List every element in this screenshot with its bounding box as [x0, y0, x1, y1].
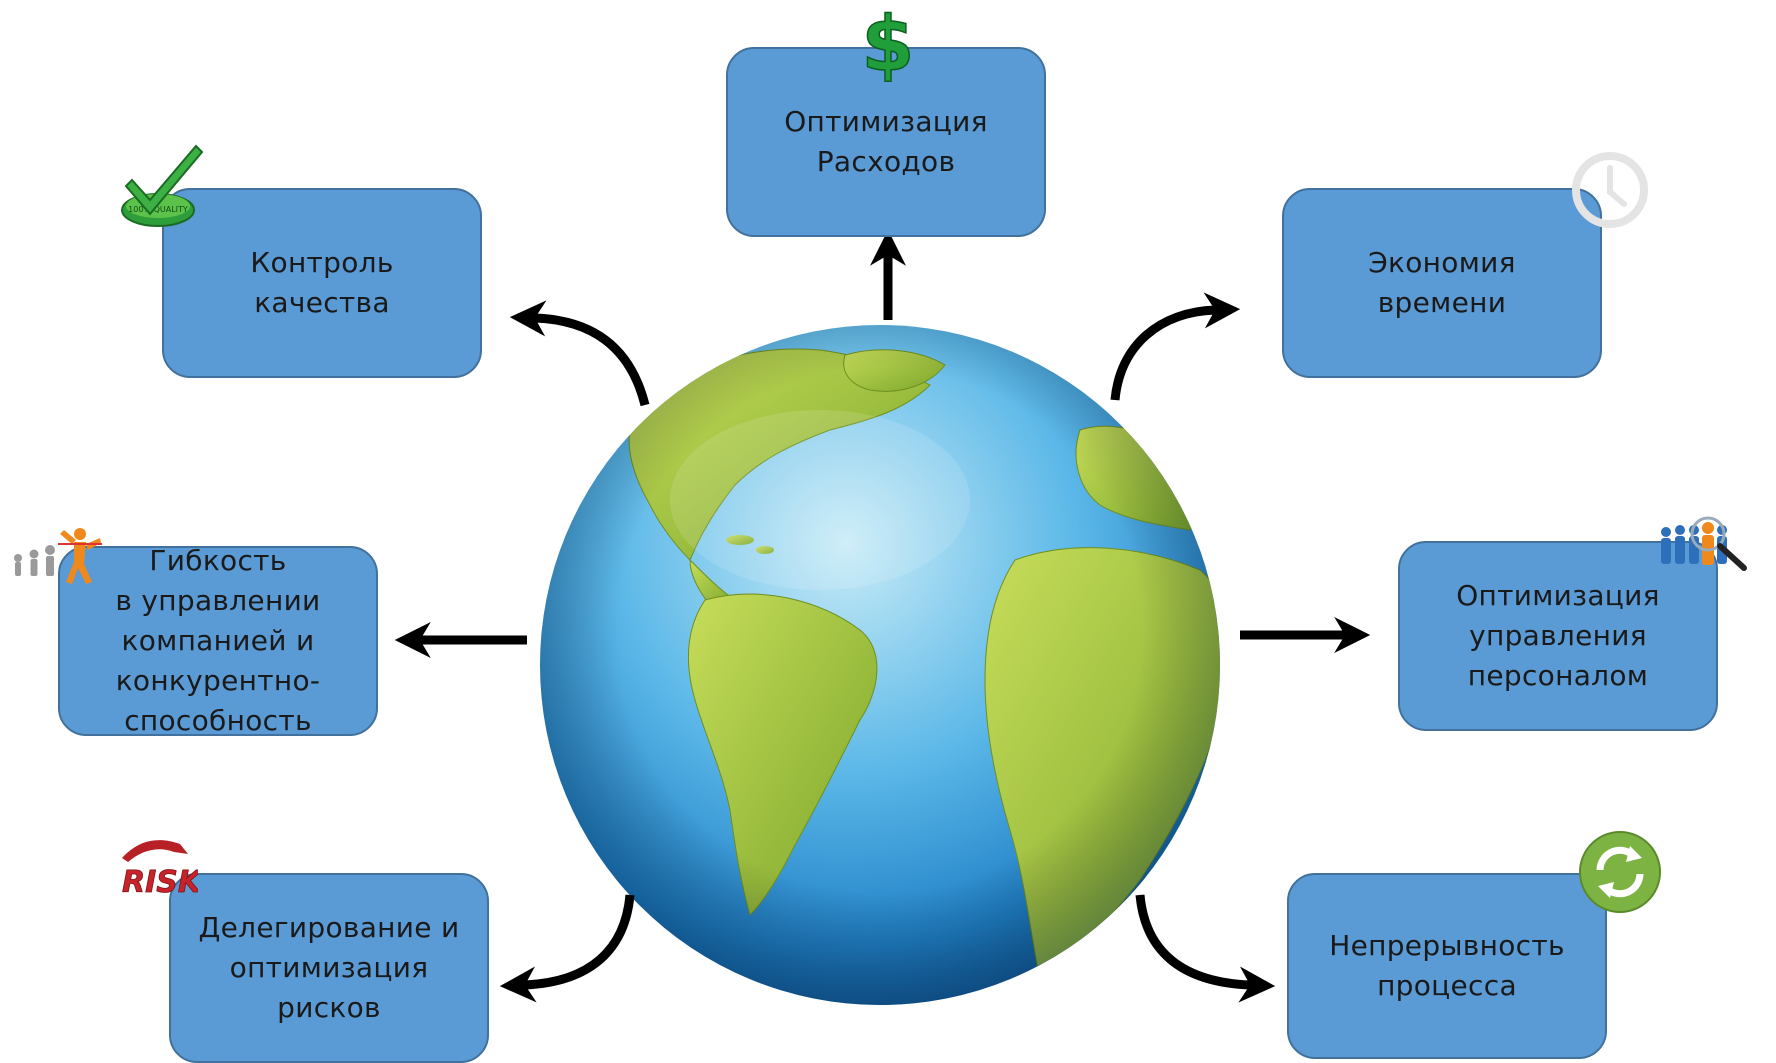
box-flexibility-label: Гибкость в управлении компанией и конкур… — [105, 546, 330, 736]
arrow-up-right — [1110, 292, 1241, 401]
box-line: Контроль — [250, 246, 394, 279]
box-flexibility: Гибкость в управлении компанией и конкур… — [58, 546, 378, 736]
box-line: Непрерывность — [1329, 929, 1565, 962]
box-cost-optimization-label: Оптимизация Расходов — [774, 102, 998, 182]
risk-icon: RISK — [122, 840, 198, 900]
dollar-glyph: $ — [862, 2, 915, 82]
box-staff-optimization: Оптимизация управления персоналом — [1398, 541, 1718, 731]
box-line: персоналом — [1467, 659, 1649, 692]
box-line: качества — [254, 286, 390, 319]
box-line: способность — [124, 704, 312, 736]
box-cost-optimization: Оптимизация Расходов — [726, 47, 1046, 237]
people-search-icon — [1661, 516, 1747, 571]
box-risk-delegation: Делегирование и оптимизация рисков — [169, 873, 489, 1063]
clock-icon — [1572, 152, 1648, 228]
box-line: Делегирование и — [198, 911, 460, 944]
box-line: компанией и — [121, 624, 315, 657]
box-process-continuity-label: Непрерывность процесса — [1319, 926, 1575, 1006]
globe — [540, 325, 1220, 1005]
box-line: в управлении — [115, 584, 321, 617]
arrow-up-left — [509, 300, 650, 407]
box-line: конкурентно- — [115, 664, 321, 697]
box-line: оптимизация — [229, 951, 429, 984]
box-line: Экономия — [1368, 246, 1516, 279]
box-line: Расходов — [816, 145, 956, 178]
arrow-down-right — [1135, 894, 1276, 1003]
box-staff-optimization-label: Оптимизация управления персоналом — [1446, 576, 1670, 696]
arrow-down-left — [499, 894, 635, 1003]
dollar-icon: $ — [861, 2, 915, 82]
box-line: Оптимизация — [784, 105, 988, 138]
box-line: Оптимизация — [1456, 579, 1660, 612]
box-risk-delegation-label: Делегирование и оптимизация рисков — [188, 908, 469, 1028]
quality-check-icon: 100% QUALITY — [121, 144, 204, 227]
refresh-icon — [1579, 831, 1661, 913]
box-time-saving: Экономия времени — [1282, 188, 1602, 378]
arrows — [394, 229, 1371, 1003]
box-line: времени — [1377, 286, 1507, 319]
box-time-saving-label: Экономия времени — [1358, 243, 1526, 323]
box-line: управления — [1469, 619, 1647, 652]
box-process-continuity: Непрерывность процесса — [1287, 873, 1607, 1059]
box-quality-control: Контроль качества — [162, 188, 482, 378]
box-line: Гибкость — [149, 546, 287, 577]
box-line: рисков — [277, 991, 381, 1024]
quality-badge-text: 100% QUALITY — [128, 205, 188, 214]
risk-icon-text: RISK — [122, 865, 198, 900]
box-line: процесса — [1377, 969, 1517, 1002]
runners-icon — [14, 528, 102, 584]
box-quality-control-label: Контроль качества — [240, 243, 403, 323]
